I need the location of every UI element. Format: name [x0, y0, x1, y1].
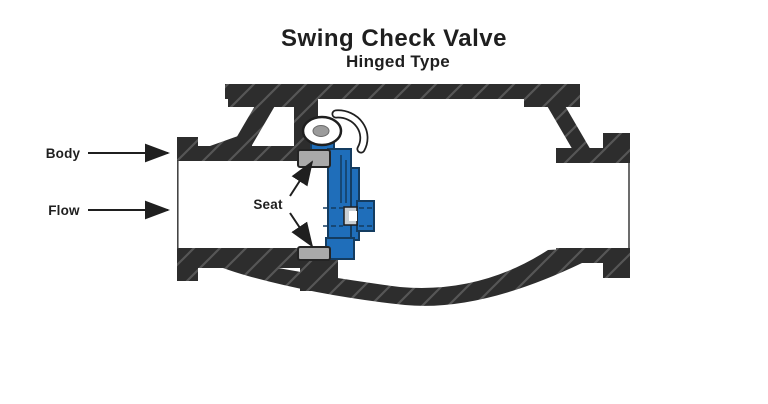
- hub-centerlines: [323, 207, 372, 227]
- hinge-pin: [301, 115, 343, 147]
- body-label: Body: [46, 146, 81, 161]
- flow-label: Flow: [48, 203, 80, 218]
- seat-ring-top: [297, 149, 331, 168]
- outlet-top-wall: [556, 133, 630, 163]
- valve-body-cross-section: [177, 84, 630, 306]
- hub-washer-inner: [349, 211, 357, 221]
- left-upper-body: [228, 99, 318, 107]
- diagram-subtitle: Hinged Type: [346, 52, 450, 71]
- bottom-shell: [207, 248, 582, 306]
- seat-arrow-lower: [289, 212, 314, 248]
- callouts: Body Flow Seat: [46, 143, 314, 248]
- seat-label: Seat: [253, 197, 283, 212]
- bonnet-cap: [225, 84, 580, 99]
- right-upper-body: [524, 99, 580, 107]
- seat-ring-bottom: [297, 246, 331, 261]
- diagram-title: Swing Check Valve: [281, 25, 507, 52]
- right-body-strut: [546, 104, 592, 152]
- seat-arrow-upper: [289, 160, 314, 197]
- hinge-arm: [331, 109, 369, 154]
- disc-step-lines: [340, 155, 347, 203]
- inlet-top-wall: [177, 131, 303, 161]
